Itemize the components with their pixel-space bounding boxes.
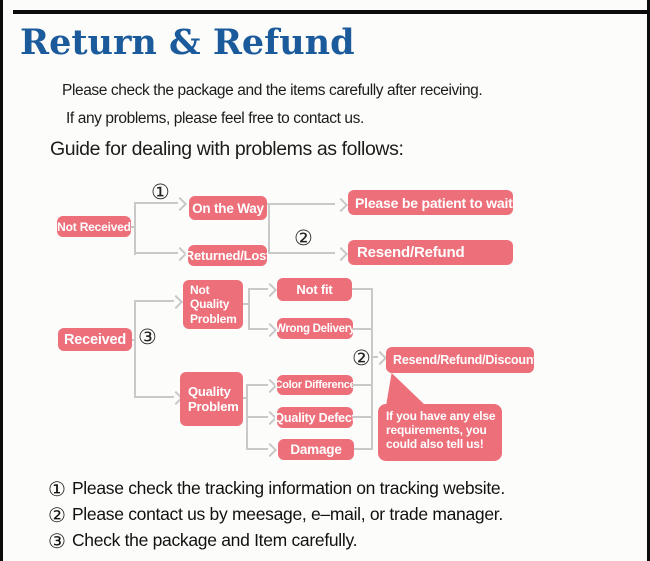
marker-2b: ② <box>352 346 371 370</box>
frame-border-right <box>647 0 650 561</box>
connector-line <box>246 416 268 418</box>
connector-line <box>246 448 268 450</box>
speech-bubble-tail <box>386 373 426 406</box>
node-color-difference: Color Difference <box>275 375 356 395</box>
connector-line <box>248 288 250 330</box>
node-not-fit: Not fit <box>277 278 352 301</box>
connector-line <box>131 226 136 228</box>
connector-line <box>353 328 371 330</box>
marker-2: ② <box>294 226 313 250</box>
arrowhead-icon <box>333 246 349 262</box>
note-2-number: ② <box>48 502 66 527</box>
node-wrong-delivery: Wrong Delivery <box>275 318 355 339</box>
page-title: Return & Refund <box>20 22 355 63</box>
note-1-number: ① <box>48 476 66 501</box>
arrowhead-icon <box>372 350 388 366</box>
guide-heading: Guide for dealing with problems as follo… <box>50 138 404 160</box>
node-not-quality-problem: Not Quality Problem <box>183 280 243 329</box>
connector-line <box>243 303 249 305</box>
connector-line <box>248 328 268 330</box>
header-rule <box>13 10 650 14</box>
intro-line-2: If any problems, please feel free to con… <box>66 110 364 127</box>
node-quality-defect: Quality Defect <box>274 407 356 428</box>
connector-line <box>134 202 136 255</box>
intro-line-1: Please check the package and the items c… <box>62 82 483 99</box>
node-returned-lost: Returned/Lost <box>185 245 270 266</box>
connector-line <box>134 300 174 302</box>
connector-line <box>268 203 270 254</box>
connector-line <box>134 396 174 398</box>
arrowhead-icon <box>333 197 349 213</box>
frame-border-left <box>0 0 3 561</box>
connector-line <box>248 288 268 290</box>
speech-bubble: If you have any else requirements, you c… <box>378 404 502 461</box>
connector-line <box>371 288 373 450</box>
connector-line <box>353 384 371 386</box>
node-resend-refund-discount: Resend/Refund/Discount <box>386 347 537 373</box>
connector-line <box>246 384 268 386</box>
node-on-the-way: On the Way <box>189 196 267 220</box>
marker-3: ③ <box>138 325 157 349</box>
connector-line <box>268 252 335 254</box>
connector-line <box>243 397 247 399</box>
node-not-received: Not Received <box>57 216 131 237</box>
marker-1: ① <box>151 180 170 204</box>
node-received: Received <box>58 328 132 351</box>
arrowhead-icon <box>172 196 188 212</box>
node-damage: Damage <box>278 439 354 460</box>
note-3: ③ Check the package and Item carefully. <box>48 528 358 553</box>
connector-line <box>134 252 178 254</box>
note-3-text: Check the package and Item carefully. <box>71 530 358 550</box>
connector-line <box>134 300 136 398</box>
connector-line <box>373 356 378 358</box>
node-quality-problem: Quality Problem <box>180 372 243 426</box>
connector-line <box>352 288 371 290</box>
note-1-text: Please check the tracking information on… <box>71 478 505 498</box>
arrowhead-icon <box>168 294 184 310</box>
arrowhead-icon <box>262 282 278 298</box>
node-resend-refund: Resend/Refund <box>348 240 513 265</box>
connector-line <box>354 448 371 450</box>
connector-line <box>267 203 335 205</box>
note-3-number: ③ <box>48 528 66 553</box>
connector-line <box>353 416 371 418</box>
note-2: ② Please contact us by meesage, e–mail, … <box>48 504 503 525</box>
note-1: ① Please check the tracking information … <box>48 478 505 499</box>
note-2-text: Please contact us by meesage, e–mail, or… <box>71 504 503 524</box>
node-be-patient: Please be patient to wait <box>348 190 513 215</box>
connector-line <box>134 202 178 204</box>
arrowhead-icon <box>262 442 278 458</box>
